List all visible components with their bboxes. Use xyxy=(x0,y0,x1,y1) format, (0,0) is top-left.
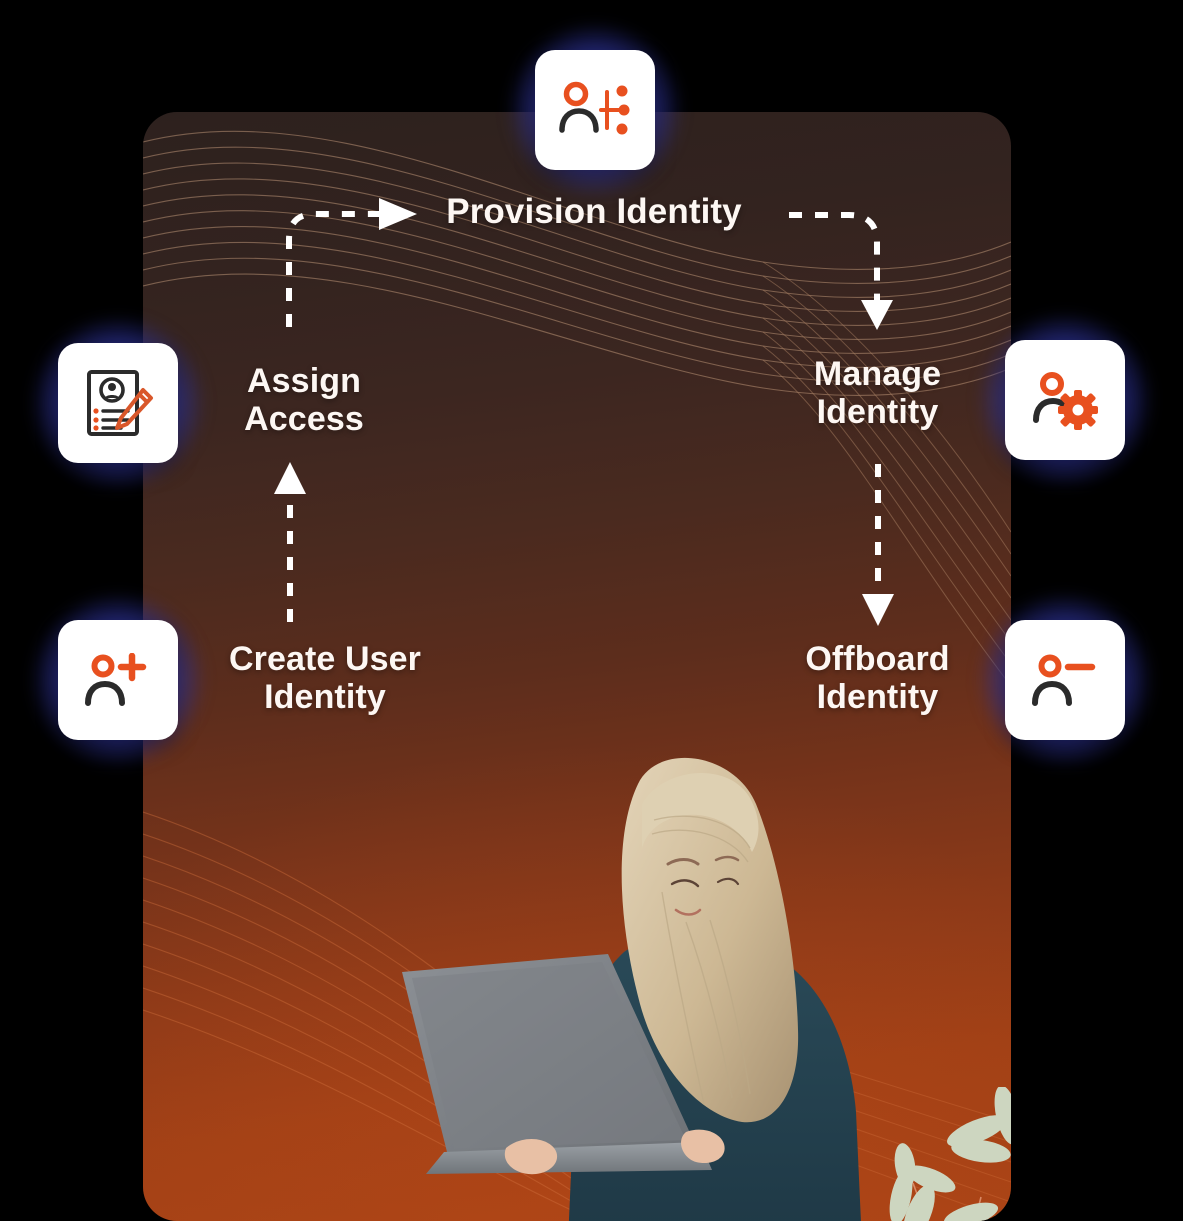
user-plus-icon xyxy=(85,653,147,706)
arrow-manage-to-offboard xyxy=(862,464,894,626)
arrow-layer xyxy=(274,198,894,626)
icon-card-provision-identity[interactable] xyxy=(507,22,683,198)
woman-with-laptop-photo xyxy=(402,757,861,1221)
card-surface[interactable] xyxy=(1005,340,1125,460)
step-label-assign-access: Assign Access xyxy=(244,362,364,439)
icon-card-create-user-identity[interactable] xyxy=(30,592,206,768)
step-label-create-user-identity: Create User Identity xyxy=(229,640,421,717)
lifecycle-panel xyxy=(143,112,1011,1221)
potted-plant-illustration xyxy=(889,1087,1011,1221)
card-surface[interactable] xyxy=(535,50,655,170)
user-minus-icon xyxy=(1032,654,1096,706)
arrow-create-to-assign xyxy=(274,462,306,622)
step-label-manage-identity: Manage Identity xyxy=(813,355,942,432)
icon-card-assign-access[interactable] xyxy=(30,315,206,491)
card-surface[interactable] xyxy=(58,343,178,463)
card-surface[interactable] xyxy=(58,620,178,740)
document-user-pencil-icon xyxy=(87,370,153,436)
user-network-icon xyxy=(559,81,630,135)
arrow-assign-to-provision xyxy=(286,198,417,327)
user-gear-icon xyxy=(1033,372,1098,430)
icon-card-offboard-identity[interactable] xyxy=(977,592,1153,768)
card-surface[interactable] xyxy=(1005,620,1125,740)
icon-card-manage-identity[interactable] xyxy=(977,312,1153,488)
arrow-provision-to-manage xyxy=(789,212,893,330)
step-label-provision-identity: Provision Identity xyxy=(446,192,742,231)
step-label-offboard-identity: Offboard Identity xyxy=(805,640,950,717)
